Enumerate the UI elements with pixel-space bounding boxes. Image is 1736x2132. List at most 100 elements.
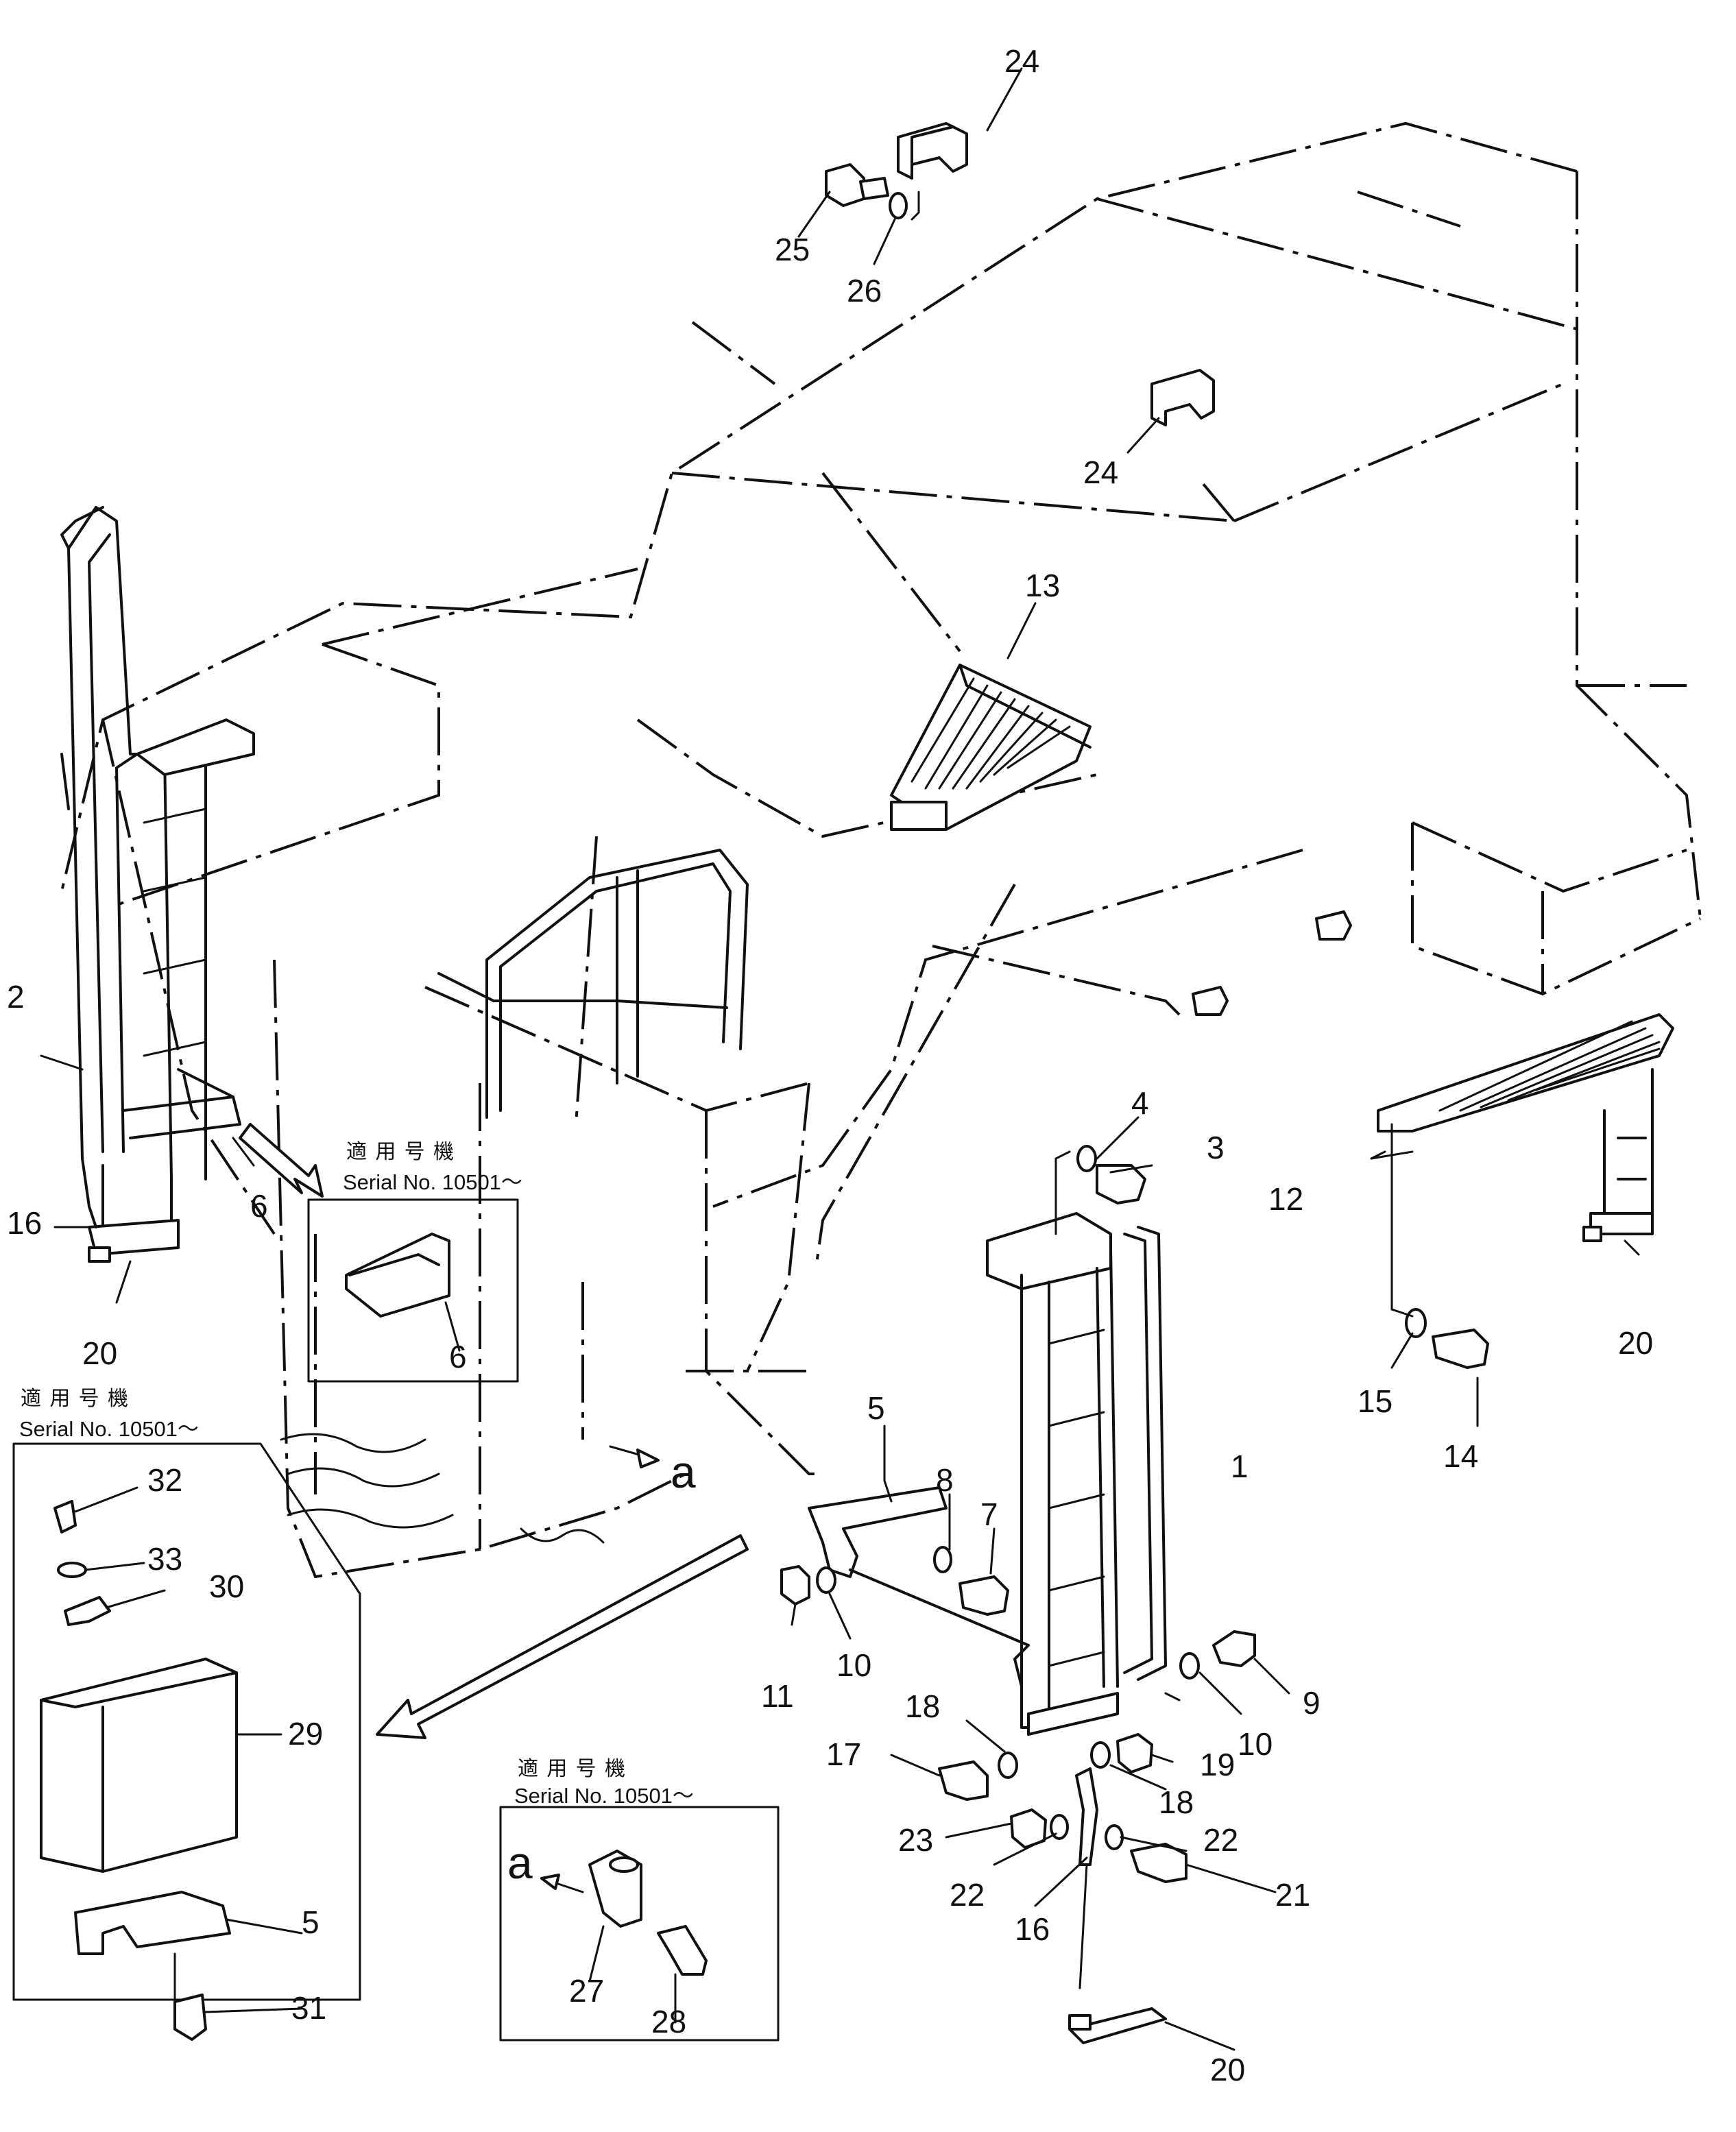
- callout-6: 6: [250, 1188, 268, 1224]
- view-marker-a-detail: a: [507, 1837, 533, 1888]
- callout-16: 16: [7, 1205, 42, 1241]
- caption-applicable-serial-jp: 適 用 号 機: [346, 1141, 455, 1163]
- callout-18: 18: [905, 1688, 940, 1724]
- callout-9: 9: [1303, 1685, 1321, 1721]
- detail-box-bolt: [499, 1806, 780, 2042]
- body-bracket: [1315, 910, 1352, 941]
- nut-19: [1116, 1733, 1153, 1773]
- bolt-25: [825, 163, 889, 207]
- caption-serial-number: Serial No. 10501～: [514, 1784, 694, 1808]
- bolt-32: [53, 1500, 77, 1534]
- callout-2: 2: [7, 979, 25, 1015]
- washer-10a: [816, 1566, 836, 1594]
- callout-16: 16: [1015, 1911, 1050, 1947]
- callout-29: 29: [288, 1716, 323, 1752]
- callout-33: 33: [147, 1541, 182, 1577]
- callout-6: 6: [449, 1339, 467, 1374]
- ladder-2: [60, 506, 255, 1263]
- rail-bracket-24-lower: [1150, 369, 1215, 426]
- callout-14: 14: [1443, 1438, 1478, 1474]
- callout-25: 25: [775, 232, 810, 267]
- callout-11: 11: [761, 1678, 794, 1714]
- ladder-1: [986, 1212, 1167, 1736]
- callout-27: 27: [569, 1973, 604, 2009]
- leader-line: [1078, 1863, 1088, 1989]
- washer-10b: [1179, 1652, 1200, 1680]
- leader-line: [911, 191, 920, 221]
- detail-box-bracket-6: [307, 1198, 519, 1383]
- callout-1: 1: [1231, 1449, 1249, 1484]
- callout-18: 18: [1159, 1784, 1194, 1820]
- bolt-14: [1432, 1329, 1489, 1369]
- callout-22: 22: [950, 1877, 985, 1913]
- callout-26: 26: [847, 273, 882, 308]
- callout-30: 30: [209, 1568, 244, 1604]
- detail-arrow: [376, 1534, 749, 1739]
- view-marker-a: a: [671, 1446, 696, 1497]
- washer-15: [1405, 1308, 1427, 1338]
- nut-11: [780, 1565, 810, 1606]
- leader-line: [1054, 1150, 1071, 1235]
- bolt-9: [1212, 1630, 1256, 1667]
- step-12: [1377, 1013, 1674, 1242]
- machine-body-outline: [60, 121, 1702, 1579]
- bracket-5: [808, 1486, 1030, 1647]
- caption-applicable-serial-jp: 適 用 号 機: [518, 1758, 627, 1780]
- callout-32: 32: [147, 1462, 182, 1498]
- washer-18b: [1090, 1741, 1111, 1769]
- caption-serial-number: Serial No. 10501～: [343, 1170, 522, 1194]
- leader-lines: [40, 67, 1640, 2051]
- callout-28: 28: [651, 2004, 686, 2039]
- callout-7: 7: [980, 1497, 998, 1532]
- bolt-7: [959, 1575, 1009, 1616]
- callout-20: 20: [82, 1335, 117, 1371]
- callout-15: 15: [1358, 1383, 1393, 1419]
- washer-22a: [1050, 1814, 1069, 1840]
- callout-19: 19: [1200, 1747, 1235, 1782]
- callout-23: 23: [898, 1822, 933, 1858]
- detail-box-toolbox: [12, 1442, 361, 2041]
- link-16: [1075, 1767, 1098, 1866]
- detail-captions: 適 用 号 機 Serial No. 10501～ 適 用 号 機 Serial…: [19, 1141, 694, 1808]
- bolt-28: [657, 1925, 708, 1976]
- detail-arrow: [239, 1123, 324, 1198]
- view-a-arrowhead: [636, 1449, 660, 1468]
- washer-18a: [998, 1752, 1018, 1779]
- bracket-5-detail: [74, 1891, 231, 1955]
- body-bracket: [1192, 986, 1229, 1016]
- callout-10: 10: [1238, 1726, 1273, 1762]
- callout-10: 10: [836, 1647, 871, 1683]
- rail-bracket-24-top: [897, 122, 968, 180]
- callout-5: 5: [302, 1904, 320, 1940]
- step-13: [890, 664, 1092, 831]
- washer-33: [57, 1562, 87, 1578]
- toolbox-29: [40, 1658, 238, 1873]
- latch-30: [64, 1596, 111, 1626]
- callout-17: 17: [826, 1736, 861, 1772]
- washer-26: [889, 192, 908, 219]
- callout-numbers: 24 25 26 24 13 2 6 16 20 6 4 3 12 20 15 …: [7, 43, 1653, 2087]
- washer-4: [1076, 1145, 1097, 1172]
- callout-20: 20: [1618, 1325, 1653, 1361]
- leader-line: [1164, 1692, 1181, 1701]
- bolt-31: [173, 1994, 207, 2041]
- step-plate-20-bottom: [1068, 2007, 1167, 2044]
- bolt-3: [1096, 1164, 1146, 1204]
- caption-applicable-serial-jp: 適 用 号 機: [21, 1388, 130, 1410]
- callout-4: 4: [1131, 1085, 1149, 1121]
- callout-12: 12: [1268, 1181, 1303, 1217]
- callout-24: 24: [1083, 455, 1118, 490]
- bolt-21: [1130, 1843, 1188, 1883]
- callout-20: 20: [1210, 2052, 1245, 2087]
- callout-5: 5: [867, 1390, 885, 1426]
- caption-serial-number: Serial No. 10501～: [19, 1417, 199, 1441]
- bolt-17: [938, 1760, 989, 1801]
- callout-31: 31: [291, 1990, 326, 2026]
- callout-3: 3: [1207, 1130, 1225, 1165]
- washer-8: [933, 1546, 952, 1573]
- washer-22b: [1105, 1824, 1124, 1850]
- callout-21: 21: [1275, 1877, 1310, 1913]
- leader-line: [1390, 1123, 1414, 1318]
